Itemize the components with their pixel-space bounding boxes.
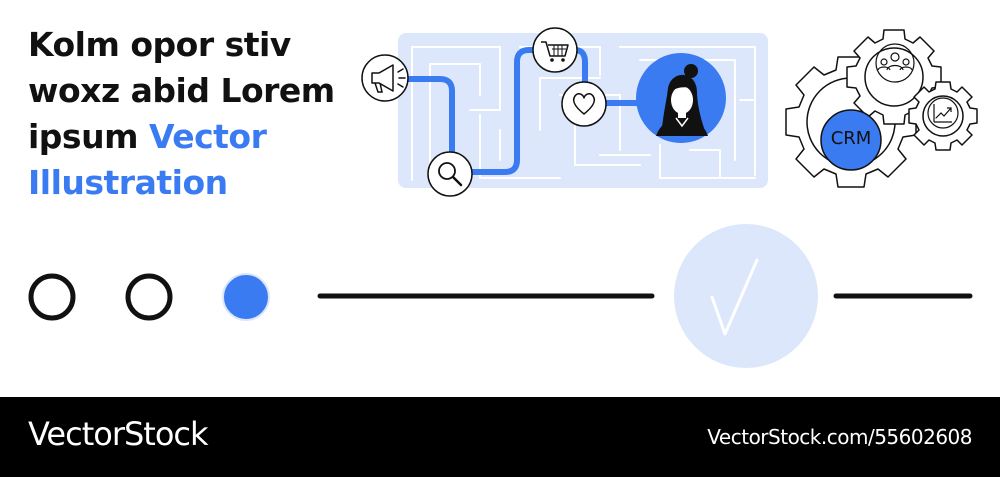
headline-line-3-accent: Vector [148,117,267,156]
headline-line-1: Kolm opor stiv [28,25,291,64]
headline-line-3-plain: ipsum [28,117,138,156]
brand-logo: VectorStock [28,415,209,453]
headline-line-2: woxz abid Lorem [28,71,335,110]
progress-steps [28,273,270,321]
shopping-cart-icon [532,27,578,73]
illustration [28,27,978,368]
footer-bar: VectorStock VectorStock.com/55602608 [0,397,1000,477]
crm-label: CRM [830,128,872,149]
headline: Kolm opor stiv woxz abid Lorem ipsum Vec… [28,22,358,206]
step-2 [125,273,173,321]
team-icon [875,43,915,83]
headline-line-3: ipsum Vector [28,114,358,160]
headline-line-4: Illustration [28,163,228,202]
person-avatar-icon [636,53,726,143]
heart-icon [561,81,607,127]
step-1 [28,273,76,321]
megaphone-icon [361,54,409,102]
crm-badge [820,109,882,171]
search-icon [427,151,473,197]
growth-chart-icon [927,97,959,129]
source-url: VectorStock.com/55602608 [707,425,972,449]
checkmark-icon [674,224,818,368]
step-3 [222,273,270,321]
